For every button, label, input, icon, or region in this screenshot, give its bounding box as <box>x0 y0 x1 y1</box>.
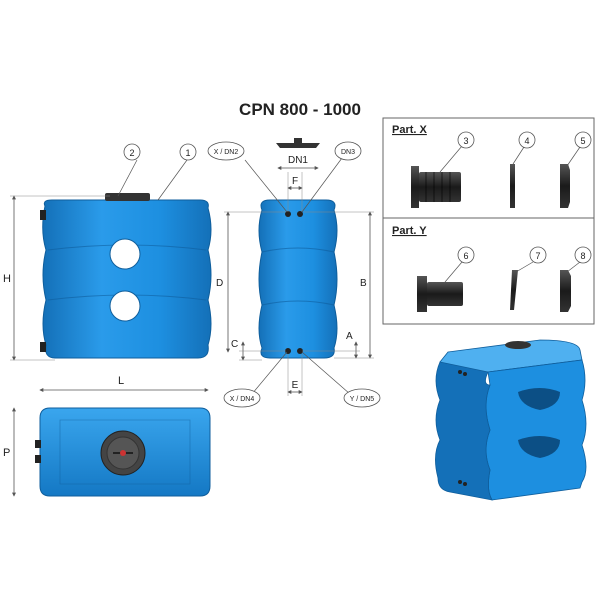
part-3-threaded-fitting <box>411 166 461 208</box>
port-x-dn2-label: X / DN2 <box>214 149 239 156</box>
part-5-nut <box>560 164 570 208</box>
isometric-view <box>435 339 587 501</box>
dim-d-label: D <box>216 278 223 289</box>
dim-f-label: F <box>292 176 298 187</box>
front-tank-body <box>42 199 212 359</box>
iso-lid <box>505 341 531 349</box>
side-view: DN1 F D C B A <box>207 138 381 408</box>
lid-profile-icon <box>276 143 320 148</box>
part-7-gasket <box>510 270 518 310</box>
dim-a-label: A <box>346 331 353 342</box>
port-y-dn5-label: Y / DN5 <box>350 396 374 403</box>
front-cutout-bottom <box>109 290 141 322</box>
port-x-dn2-callout <box>207 141 245 161</box>
front-cutout-top <box>109 238 141 270</box>
callout-2-label: 2 <box>129 148 134 158</box>
dim-p-label: P <box>3 447 10 459</box>
port-x-dn4-callout <box>223 388 261 408</box>
parts-panel: Part. X Part. Y <box>382 117 595 325</box>
front-lid <box>105 193 150 201</box>
callout-5 <box>574 131 592 149</box>
top-view: L P <box>3 375 211 497</box>
callout-7 <box>529 246 547 264</box>
callout-4 <box>518 131 536 149</box>
page-title: CPN 800 - 1000 <box>239 100 361 119</box>
callout-5-label: 5 <box>580 136 585 146</box>
callout-4-label: 4 <box>524 136 529 146</box>
callout-3 <box>457 131 475 149</box>
callout-6 <box>457 246 475 264</box>
side-tank-body <box>258 199 338 359</box>
dim-e-label: E <box>292 380 299 391</box>
part-6-fitting <box>417 276 463 312</box>
callout-7-label: 7 <box>535 251 540 261</box>
port-x-dn4-label: X / DN4 <box>230 396 255 403</box>
dim-dn1-label: DN1 <box>288 155 308 166</box>
callout-3-label: 3 <box>463 136 468 146</box>
dim-c-label: C <box>231 339 238 350</box>
dim-b-label: B <box>360 278 367 289</box>
callout-8 <box>574 246 592 264</box>
part-8-nut <box>560 270 571 312</box>
port-dn3-callout <box>334 141 362 161</box>
callout-1-label: 1 <box>185 148 190 158</box>
part-4-gasket <box>510 164 515 208</box>
dim-l-label: L <box>118 375 124 387</box>
callout-2 <box>123 143 141 161</box>
port-y-dn5-callout <box>343 388 381 408</box>
callout-1 <box>179 143 197 161</box>
front-view: H 2 1 <box>3 143 212 361</box>
callout-6-label: 6 <box>463 251 468 261</box>
part-x-title: Part. X <box>392 124 428 136</box>
port-dn3-label: DN3 <box>341 149 355 156</box>
callout-8-label: 8 <box>580 251 585 261</box>
part-y-title: Part. Y <box>392 225 427 237</box>
dim-h-label: H <box>3 273 11 285</box>
